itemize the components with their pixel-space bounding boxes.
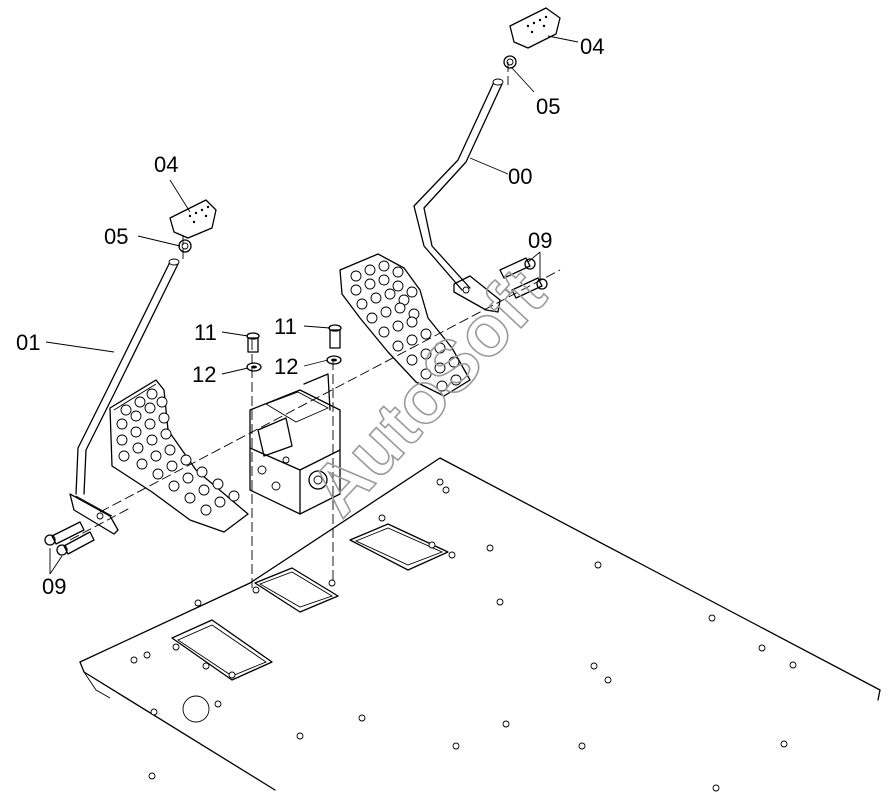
leader-lines (45, 35, 579, 575)
label-lever-right: 00 (508, 164, 532, 189)
label-lever-left: 01 (16, 330, 40, 355)
label-washer-a: 12 (192, 362, 216, 387)
label-washer-b: 12 (274, 354, 298, 379)
floor-plate (79, 457, 881, 792)
assembly-centerlines (69, 62, 561, 590)
left-bolts (44, 521, 95, 556)
right-lever-rod (413, 78, 504, 313)
label-bolt-a: 11 (194, 320, 217, 345)
label-knob-left: 04 (154, 152, 178, 177)
floor-bolt-holes (130, 478, 797, 792)
right-pedal-perforations (350, 260, 462, 392)
label-bolts-right: 09 (528, 228, 552, 253)
right-nut (503, 55, 517, 69)
label-bolt-b: 11 (274, 314, 297, 339)
label-bolts-left: 09 (42, 574, 66, 599)
label-knob-right: 04 (580, 34, 604, 59)
floor-cutout-center (254, 567, 339, 613)
label-nut-left: 05 (104, 224, 128, 249)
right-bolts (499, 257, 548, 299)
washer-12-right (326, 355, 342, 365)
right-pedal-plate (339, 253, 471, 397)
floor-cutout-right (349, 523, 449, 571)
bolt-11-right (328, 324, 342, 349)
left-lever-rod (69, 258, 180, 535)
label-nut-right: 05 (536, 94, 560, 119)
left-nut (178, 239, 192, 253)
watermark-text: AutoSoft (295, 254, 561, 531)
left-knob (169, 199, 217, 239)
left-pedal-perforations (116, 388, 240, 516)
floor-round-hole (182, 695, 210, 723)
bolt-11-left (246, 332, 260, 353)
washer-12-left (246, 362, 262, 372)
pilot-valve-block (249, 373, 341, 515)
floor-cutout-left (171, 619, 273, 681)
right-knob (509, 7, 561, 49)
left-pedal-plate (109, 379, 249, 533)
